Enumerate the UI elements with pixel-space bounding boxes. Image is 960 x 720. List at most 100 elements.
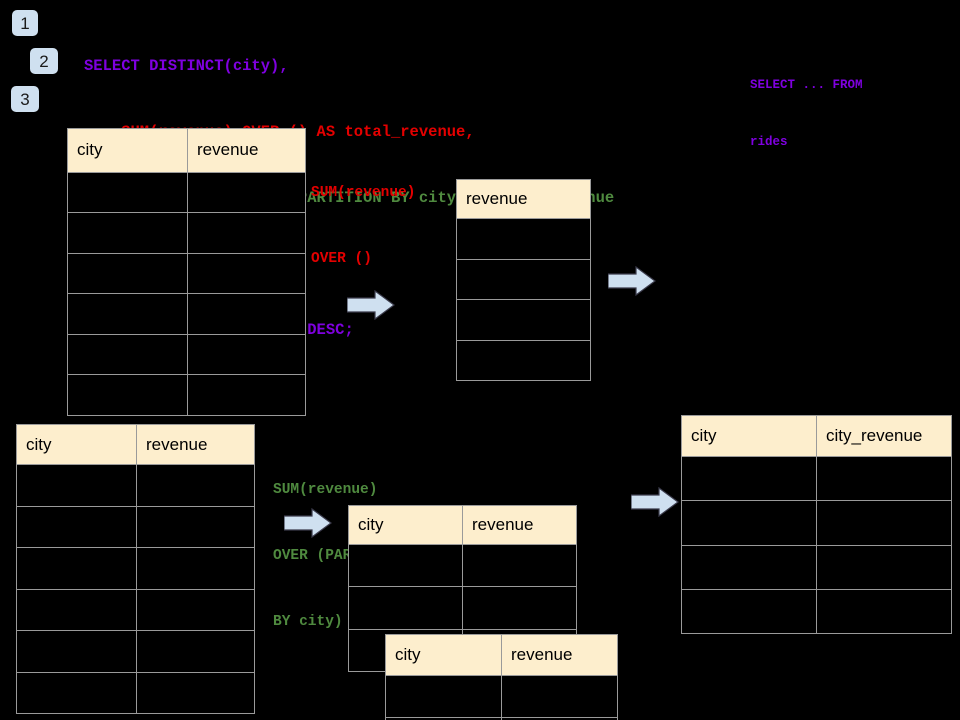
cell-city [16,547,137,590]
cell-revenue [187,374,306,416]
cell-revenue [187,333,306,376]
step-badge-1-label: 1 [20,13,30,33]
step-badge-2: 2 [30,48,58,74]
cell-revenue [136,547,255,590]
annotation-sum-over-empty-line-1: SUM(revenue) [311,185,416,201]
table-row [456,299,591,341]
column-header-revenue: revenue [187,128,306,173]
arrow-total-to-result [608,266,656,296]
side-note-select-from-rides: SELECT ... FROM rides [750,38,863,190]
city-revenue-result-table: city city_revenue [681,414,952,635]
table-header-row: city revenue [385,633,618,677]
side-note-line-2: rides [750,135,788,149]
column-header-city: city [16,423,137,466]
table-row [16,630,255,673]
cell-city [67,293,188,335]
cell-revenue [136,505,255,549]
arrow-source-to-total [347,290,395,320]
table-row [16,588,255,632]
table-row [67,252,306,295]
table-row [681,500,952,546]
column-header-revenue: revenue [136,423,255,466]
step-badge-3-label: 3 [20,89,30,109]
table-row [16,505,255,549]
table-row [681,544,952,590]
table-row [67,212,306,254]
cell-city [67,252,188,295]
cell-revenue [462,586,577,630]
cell-revenue [136,671,255,715]
cell-revenue [136,630,255,673]
cell-revenue [501,675,618,718]
table-row [348,544,577,588]
cell-revenue [187,171,306,214]
table-row [16,547,255,590]
cell-city [67,374,188,416]
arrow-partition-to-result [631,487,679,517]
annotation-sum-over-partition-line-3: BY city) [273,614,343,630]
table-row [456,218,591,260]
table-row [681,456,952,502]
cell-revenue [456,218,591,260]
cell-city [16,464,137,507]
table-row [348,586,577,630]
table-row [456,258,591,301]
table-row [67,333,306,376]
cell-revenue [501,716,618,720]
column-header-city: city [385,633,502,677]
cell-city [385,675,502,718]
cell-city [681,588,817,635]
cell-city [16,588,137,632]
cell-city [67,171,188,214]
cell-city [681,500,817,546]
cell-city-revenue [816,544,952,590]
table-header-row: city revenue [16,423,255,466]
table-row [16,464,255,507]
annotation-sum-over-partition-line-1: SUM(revenue) [273,482,378,498]
cell-revenue [456,299,591,341]
partition-group-table-front: city revenue [385,633,618,720]
table-row [681,588,952,635]
column-header-city: city [67,128,188,173]
rides-source-table: city revenue [67,128,306,416]
side-note-line-1: SELECT ... FROM [750,78,863,92]
cell-city-revenue [816,456,952,502]
cell-revenue [136,464,255,507]
sql-line-1: SELECT DISTINCT(city), [84,57,289,75]
column-header-revenue: revenue [462,504,577,546]
column-header-city: city [681,414,817,458]
cell-revenue [456,339,591,382]
arrow-shape [284,508,332,538]
cell-revenue [462,544,577,588]
table-header-row: revenue [456,178,591,220]
cell-city [16,671,137,715]
table-header-row: city revenue [67,128,306,173]
table-row [385,716,618,720]
table-row [67,374,306,416]
annotation-sum-over-empty: SUM(revenue) OVER () [311,138,415,314]
cell-city [67,212,188,254]
cell-city-revenue [816,500,952,546]
cell-revenue [136,588,255,632]
table-row [16,671,255,715]
table-row [67,293,306,335]
table-header-row: city city_revenue [681,414,952,458]
column-header-city-revenue: city_revenue [816,414,952,458]
table-row [456,339,591,382]
step-badge-1: 1 [12,10,38,36]
cell-city [348,586,463,630]
rides-source-table-partitioned: city revenue [16,423,255,715]
table-header-row: city revenue [348,504,577,546]
table-row [385,675,618,718]
cell-city-revenue [816,588,952,635]
total-revenue-table: revenue [456,178,591,382]
cell-city [16,630,137,673]
cell-city [16,505,137,549]
annotation-sum-over-empty-line-2: OVER () [311,251,372,267]
step-badge-3: 3 [11,86,39,112]
column-header-revenue: revenue [501,633,618,677]
cell-city [681,544,817,590]
arrow-shape [631,487,679,517]
cell-city [67,333,188,376]
